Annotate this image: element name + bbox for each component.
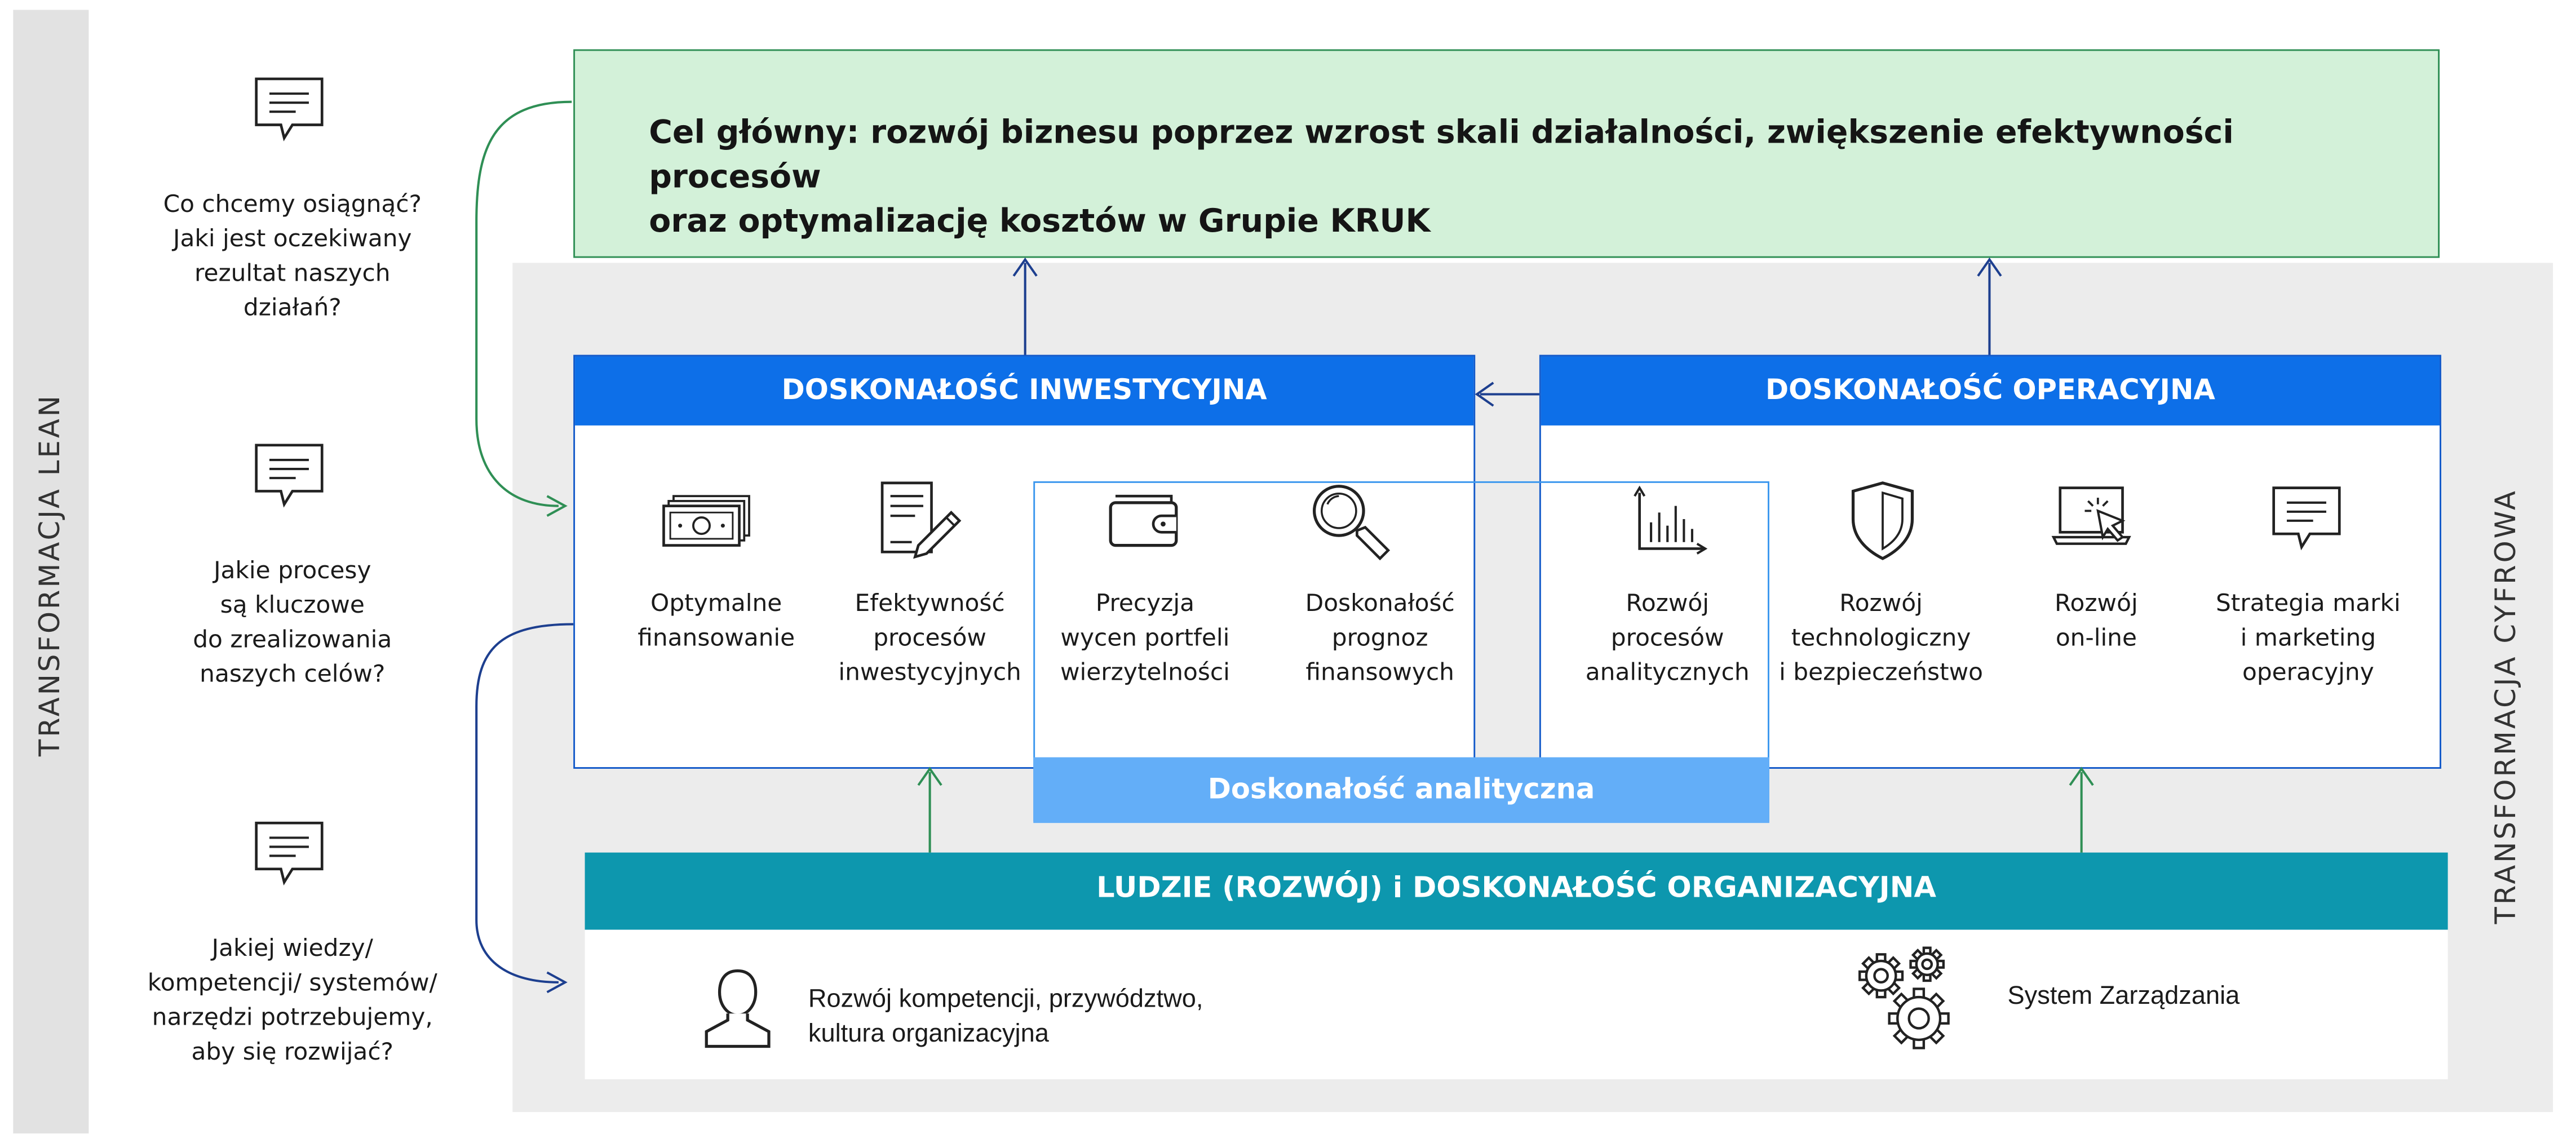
question-1: Co chcemy osiągnąć? Jaki jest oczekiwany… xyxy=(136,189,449,327)
item-line: analitycznych xyxy=(1585,660,1750,687)
item-line: finansowych xyxy=(1305,660,1454,687)
magnifier-icon xyxy=(1312,485,1391,561)
item-line: Doskonałość xyxy=(1305,591,1455,618)
item-line: on-line xyxy=(2055,626,2137,653)
item-line: Rozwój xyxy=(1626,591,1710,618)
investment-item-3: Precyzja wycen portfeli wierzytelności xyxy=(1030,588,1260,692)
operational-item-1: Rozwój procesów analitycznych xyxy=(1552,588,1782,692)
item-line: operacyjny xyxy=(2242,660,2374,687)
arrowhead xyxy=(1475,382,1494,407)
question-line: kompetencji/ systemów/ xyxy=(147,971,437,998)
banknotes-icon xyxy=(662,495,750,547)
speech-bubble-icon xyxy=(2272,486,2341,551)
processes-to-people-connector xyxy=(475,623,574,984)
item-line: technologiczny xyxy=(1791,626,1971,653)
people-line: kultura organizacyjna xyxy=(808,1020,1049,1048)
main-goal-text: Cel główny: rozwój biznesu poprzez wzros… xyxy=(649,110,2374,243)
arrowhead xyxy=(917,767,942,786)
arrowhead xyxy=(2069,767,2094,786)
people-organization-title: LUDZIE (ROZWÓJ) i DOSKONAŁOŚĆ ORGANIZACY… xyxy=(585,852,2448,930)
investment-excellence-title: DOSKONAŁOŚĆ INWESTYCYJNA xyxy=(575,356,1474,426)
item-line: prognoz xyxy=(1331,626,1428,653)
question-line: Jakiej wiedzy/ xyxy=(211,936,373,963)
investment-item-2: Efektywność procesów inwestycyjnych xyxy=(815,588,1045,692)
people-line: Rozwój kompetencji, przywództwo, xyxy=(808,985,1203,1014)
question-line: Jaki jest oczekiwany xyxy=(173,227,412,253)
item-line: procesów xyxy=(873,626,987,653)
operational-item-3: Rozwój on-line xyxy=(1981,588,2211,657)
question-3: Jakiej wiedzy/ kompetencji/ systemów/ na… xyxy=(136,933,449,1071)
item-line: Precyzja xyxy=(1095,591,1195,618)
item-line: Efektywność xyxy=(855,591,1005,618)
question-line: Jakie procesy xyxy=(214,558,371,585)
item-line: Rozwój xyxy=(2055,591,2138,618)
arrowhead xyxy=(1012,257,1038,277)
goal-line: Cel główny: rozwój biznesu poprzez wzros… xyxy=(649,113,2234,196)
item-line: finansowanie xyxy=(638,626,795,653)
main-goal-box: Cel główny: rozwój biznesu poprzez wzros… xyxy=(573,49,2440,258)
operational-excellence-title: DOSKONAŁOŚĆ OPERACYJNA xyxy=(1541,356,2440,426)
speech-bubble-icon xyxy=(255,821,324,885)
item-line: inwestycyjnych xyxy=(838,660,1021,687)
laptop-click-icon xyxy=(2051,486,2131,545)
question-line: Co chcemy osiągnąć? xyxy=(163,192,422,219)
people-left-text: Rozwój kompetencji, przywództwo, kultura… xyxy=(808,982,1400,1051)
arrowhead xyxy=(1977,257,2002,277)
item-line: wycen portfeli xyxy=(1060,626,1230,653)
question-line: są kluczowe xyxy=(220,593,365,619)
speech-bubble-icon xyxy=(255,77,324,141)
item-line: Optymalne xyxy=(650,591,782,618)
people-organization-panel xyxy=(585,929,2448,1079)
item-line: Strategia marki xyxy=(2215,591,2401,618)
investment-excellence-panel: DOSKONAŁOŚĆ INWESTYCYJNA xyxy=(573,355,1476,769)
person-icon xyxy=(705,969,771,1048)
investment-item-1: Optymalne finansowanie xyxy=(601,588,831,657)
arrowhead xyxy=(546,495,568,517)
investment-item-4: Doskonałość prognoz finansowych xyxy=(1265,588,1495,692)
gears-icon xyxy=(1858,946,1950,1049)
wallet-icon xyxy=(1109,494,1178,547)
operational-item-4: Strategia marki i marketing operacyjny xyxy=(2193,588,2423,692)
shield-icon xyxy=(1851,481,1914,560)
management-system-text: System Zarządzania xyxy=(2007,982,2240,1011)
question-line: rezultat naszych xyxy=(194,261,391,288)
question-2: Jakie procesy są kluczowe do zrealizowan… xyxy=(136,555,449,693)
document-pen-icon xyxy=(880,481,962,559)
question-line: narzędzi potrzebujemy, xyxy=(152,1005,433,1032)
item-line: procesów xyxy=(1610,626,1724,653)
item-line: i marketing xyxy=(2240,626,2376,653)
item-line: Rozwój xyxy=(1839,591,1923,618)
speech-bubble-icon xyxy=(255,444,324,508)
operational-item-2: Rozwój technologiczny i bezpieczeństwo xyxy=(1766,588,1996,692)
analytic-excellence-label: Doskonałość analityczna xyxy=(1033,757,1769,823)
question-line: działań? xyxy=(243,295,342,322)
bar-chart-icon xyxy=(1634,485,1708,555)
goal-to-processes-connector xyxy=(475,100,572,507)
question-line: aby się rozwijać? xyxy=(191,1039,394,1066)
arrowhead xyxy=(546,971,568,994)
question-line: naszych celów? xyxy=(200,662,386,689)
goal-line: oraz optymalizację kosztów w Grupie KRUK xyxy=(649,202,1431,240)
operational-excellence-panel: DOSKONAŁOŚĆ OPERACYJNA xyxy=(1539,355,2441,769)
question-line: do zrealizowania xyxy=(193,627,392,654)
lean-strip xyxy=(13,10,89,1134)
item-line: i bezpieczeństwo xyxy=(1779,660,1984,687)
item-line: wierzytelności xyxy=(1060,660,1230,687)
